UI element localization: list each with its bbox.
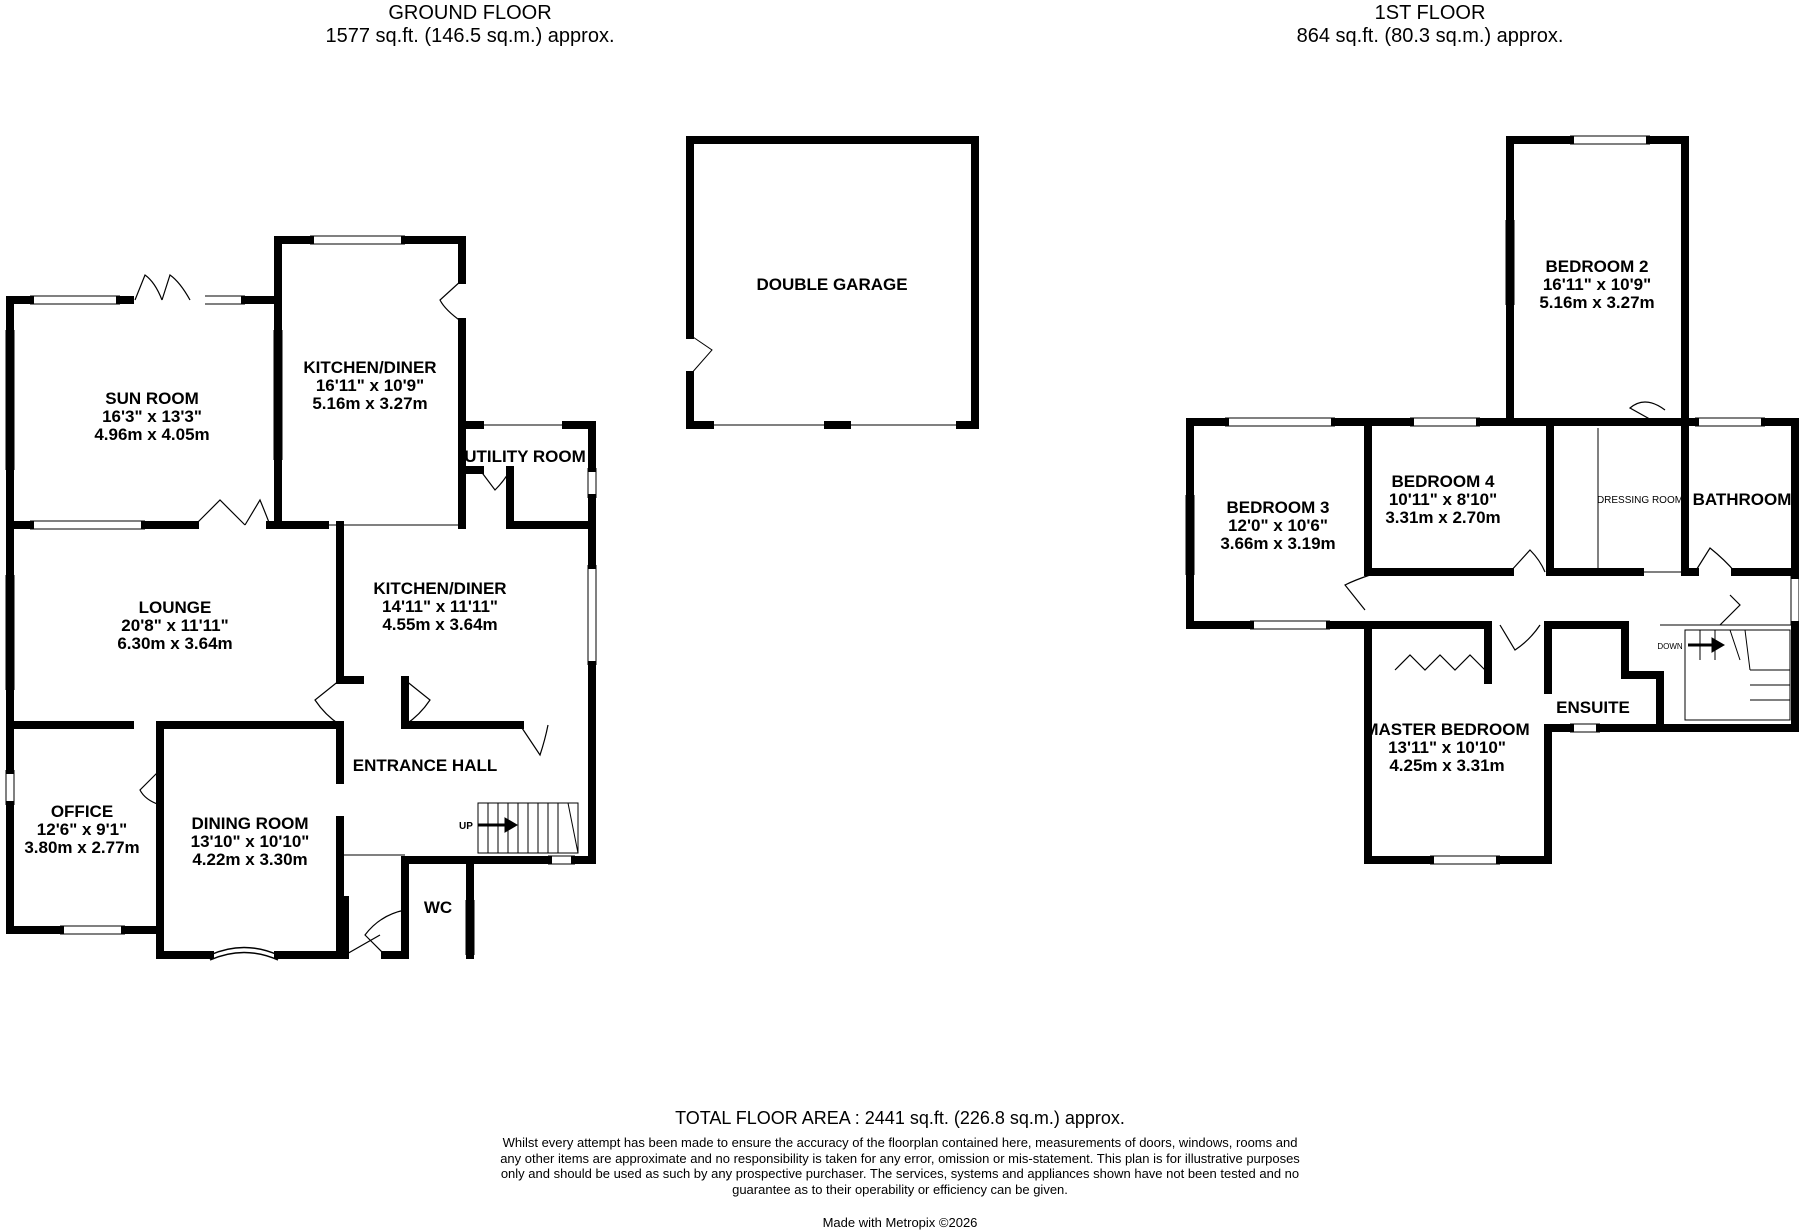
first-floor-header: 1ST FLOOR 864 sq.ft. (80.3 sq.m.) approx…: [1260, 2, 1600, 48]
ground-floor-title: GROUND FLOOR: [388, 2, 552, 24]
svg-text:BEDROOM 312'0" x 10'6"3.66m: BEDROOM 312'0" x 10'6"3.66m x 3.19m: [1220, 498, 1335, 553]
room-name-office: OFFICE: [51, 802, 113, 821]
ground-floor-plan: [6, 236, 596, 959]
first-floor-doors: [1344, 401, 1741, 671]
room-metric-master-bedroom: 4.25m x 3.31m: [1389, 756, 1504, 775]
total-floor-area: TOTAL FLOOR AREA : 2441 sq.ft. (226.8 sq…: [675, 1108, 1125, 1128]
first-floor-windows: [1185, 135, 1799, 865]
room-imperial-kitchen-diner-1: 16'11" x 10'9": [316, 376, 424, 395]
room-name-dining-room: DINING ROOM: [191, 814, 308, 833]
room-name-kitchen-diner-1: KITCHEN/DINER: [303, 358, 436, 377]
room-name-bedroom-3: BEDROOM 3: [1227, 498, 1330, 517]
stairs-up-label: UP: [459, 821, 473, 832]
room-imperial-bedroom-2: 16'11" x 10'9": [1543, 275, 1651, 294]
room-name-double-garage: DOUBLE GARAGE: [756, 275, 907, 294]
room-imperial-bedroom-3: 12'0" x 10'6": [1228, 516, 1328, 535]
room-name-lounge: LOUNGE: [139, 598, 212, 617]
garage-door-lines: [689, 334, 960, 426]
room-imperial-office: 12'6" x 9'1": [37, 820, 127, 839]
room-name-ensuite: ENSUITE: [1556, 698, 1630, 717]
stairs-down-label: DOWN: [1657, 642, 1683, 651]
first-floor-plan: [1186, 136, 1799, 864]
room-imperial-sun-room: 16'3" x 13'3": [102, 407, 202, 426]
ground-floor-doors: [134, 274, 549, 956]
room-metric-office: 3.80m x 2.77m: [24, 838, 139, 857]
room-metric-bedroom-4: 3.31m x 2.70m: [1385, 508, 1500, 527]
first-floor-stairs: [1684, 629, 1791, 721]
room-metric-dining-room: 4.22m x 3.30m: [192, 850, 307, 869]
room-metric-kitchen-diner-2: 4.55m x 3.64m: [382, 615, 497, 634]
first-floor-title: 1ST FLOOR: [1374, 2, 1486, 24]
room-name-utility-room: UTILITY ROOM: [464, 447, 586, 466]
room-metric-bedroom-3: 3.66m x 3.19m: [1220, 534, 1335, 553]
room-imperial-bedroom-4: 10'11" x 8'10": [1389, 490, 1497, 509]
room-name-sun-room: SUN ROOM: [105, 389, 199, 408]
room-imperial-lounge: 20'8" x 11'11": [121, 616, 228, 635]
ground-floor-stairs: [477, 802, 579, 854]
room-name-bedroom-4: BEDROOM 4: [1392, 472, 1496, 491]
room-imperial-dining-room: 13'10" x 10'10": [191, 832, 310, 851]
room-name-bathroom: BATHROOM: [1693, 490, 1792, 509]
room-metric-sun-room: 4.96m x 4.05m: [94, 425, 209, 444]
room-name-bedroom-2: BEDROOM 2: [1546, 257, 1649, 276]
ground-floor-windows: [5, 235, 597, 961]
room-metric-lounge: 6.30m x 3.64m: [117, 634, 232, 653]
ground-floor-header: GROUND FLOOR 1577 sq.ft. (146.5 sq.m.) a…: [300, 2, 640, 48]
room-metric-kitchen-diner-1: 5.16m x 3.27m: [312, 394, 427, 413]
disclaimer: Whilst every attempt has been made to en…: [500, 1135, 1300, 1197]
room-imperial-master-bedroom: 13'11" x 10'10": [1388, 738, 1506, 757]
room-name-kitchen-diner-2: KITCHEN/DINER: [373, 579, 506, 598]
credit: Made with Metropix ©2026: [822, 1215, 978, 1230]
first-floor-area: 864 sq.ft. (80.3 sq.m.) approx.: [1296, 25, 1564, 47]
ground-floor-area: 1577 sq.ft. (146.5 sq.m.) approx.: [325, 25, 615, 47]
svg-text:BEDROOM 410'11" x 8'10"3.31m: BEDROOM 410'11" x 8'10"3.31m x 2.70m: [1385, 472, 1500, 527]
svg-text:BEDROOM 216'11" x 10'9"5.16m: BEDROOM 216'11" x 10'9"5.16m x 3.27m: [1539, 257, 1654, 312]
room-name-master-bedroom: MASTER BEDROOM: [1364, 720, 1529, 739]
room-name-wc: WC: [424, 898, 452, 917]
room-name-entrance-hall: ENTRANCE HALL: [353, 756, 498, 775]
room-imperial-kitchen-diner-2: 14'11" x 11'11": [382, 597, 498, 616]
room-name-dressing-room: DRESSING ROOM: [1597, 495, 1683, 506]
room-metric-bedroom-2: 5.16m x 3.27m: [1539, 293, 1654, 312]
